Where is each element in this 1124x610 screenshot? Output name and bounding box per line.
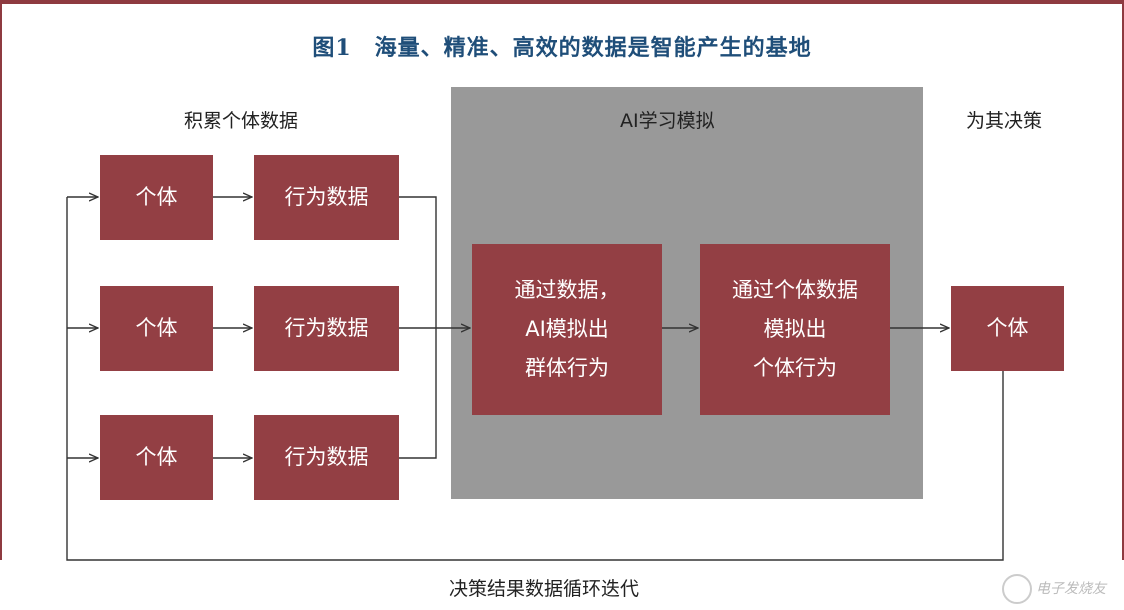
frame-top-border — [0, 0, 1124, 4]
behavior-data-box-1: 行为数据 — [254, 155, 399, 240]
watermark-logo-icon — [1002, 574, 1032, 604]
feedback-loop-line — [66, 197, 1004, 561]
behavior-data-box-3: 行为数据 — [254, 415, 399, 500]
figure-title: 图1 海量、精准、高效的数据是智能产生的基地 — [312, 35, 812, 61]
individual-box-2: 个体 — [100, 286, 213, 371]
individual-box-3: 个体 — [100, 415, 213, 500]
individual-box-1: 个体 — [100, 155, 213, 240]
behavior-data-box-2: 行为数据 — [254, 286, 399, 371]
output-individual-box: 个体 — [951, 286, 1064, 371]
watermark: 电子发烧友 — [1002, 574, 1106, 604]
label-loop: 决策结果数据循环迭代 — [449, 578, 640, 600]
frame-left-border — [0, 0, 2, 560]
label-ai-learn: AI学习模拟 — [620, 110, 715, 132]
ai-individual-simulation-box: 通过个体数据 模拟出 个体行为 — [700, 244, 890, 415]
label-accumulate: 积累个体数据 — [184, 110, 299, 132]
frame-right-border — [1122, 0, 1124, 560]
ai-group-simulation-box: 通过数据， AI模拟出 群体行为 — [472, 244, 662, 415]
label-decide: 为其决策 — [966, 110, 1043, 132]
